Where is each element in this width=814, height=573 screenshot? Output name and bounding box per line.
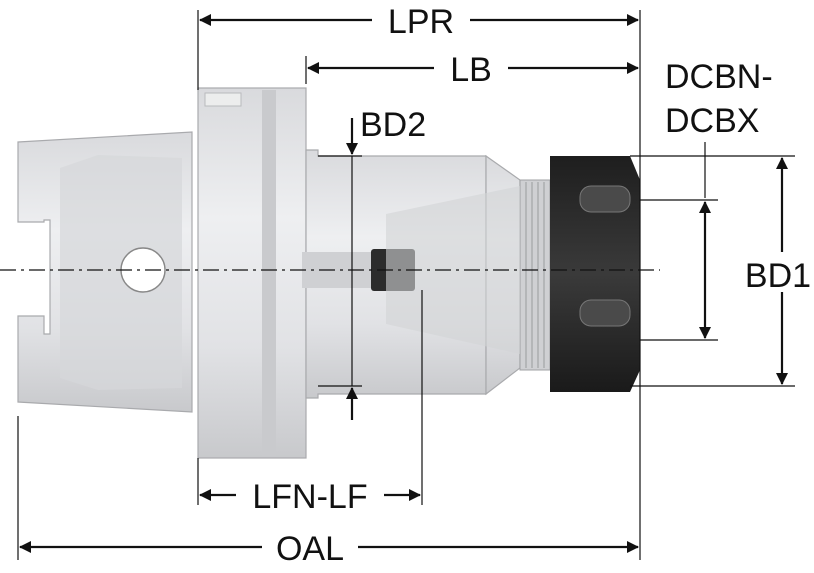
label-lfn-lf: LFN-LF: [252, 478, 367, 516]
label-oal: OAL: [276, 530, 344, 568]
dimension-bd2: BD2: [346, 106, 426, 420]
label-bd1: BD1: [745, 257, 811, 295]
label-bd2: BD2: [360, 106, 426, 144]
dimension-lfn-lf: LFN-LF: [199, 478, 421, 516]
nut-slot-bottom: [579, 299, 631, 327]
label-lb: LB: [450, 51, 492, 89]
flange-notch-top: [204, 92, 242, 107]
thread: [519, 179, 551, 371]
label-dcbn: DCBN-: [665, 58, 773, 96]
nut-slot-top: [579, 185, 631, 213]
dimension-oal: OAL: [19, 530, 639, 568]
label-lpr: LPR: [388, 3, 454, 41]
flange-groove: [262, 90, 276, 456]
dimension-lpr: LPR: [199, 3, 639, 41]
extension-lines: [17, 10, 795, 560]
inner-cone: [386, 186, 520, 354]
tool-body: [17, 87, 640, 459]
collet-nut: [550, 156, 640, 392]
dimension-dcbn-dcbx: DCBN- DCBX: [665, 58, 773, 339]
thread-ridges: [525, 182, 545, 368]
label-dcbx: DCBX: [665, 102, 759, 140]
dimension-lb: LB: [307, 51, 639, 89]
dimension-bd1: BD1: [745, 157, 811, 385]
flange: [197, 87, 307, 459]
